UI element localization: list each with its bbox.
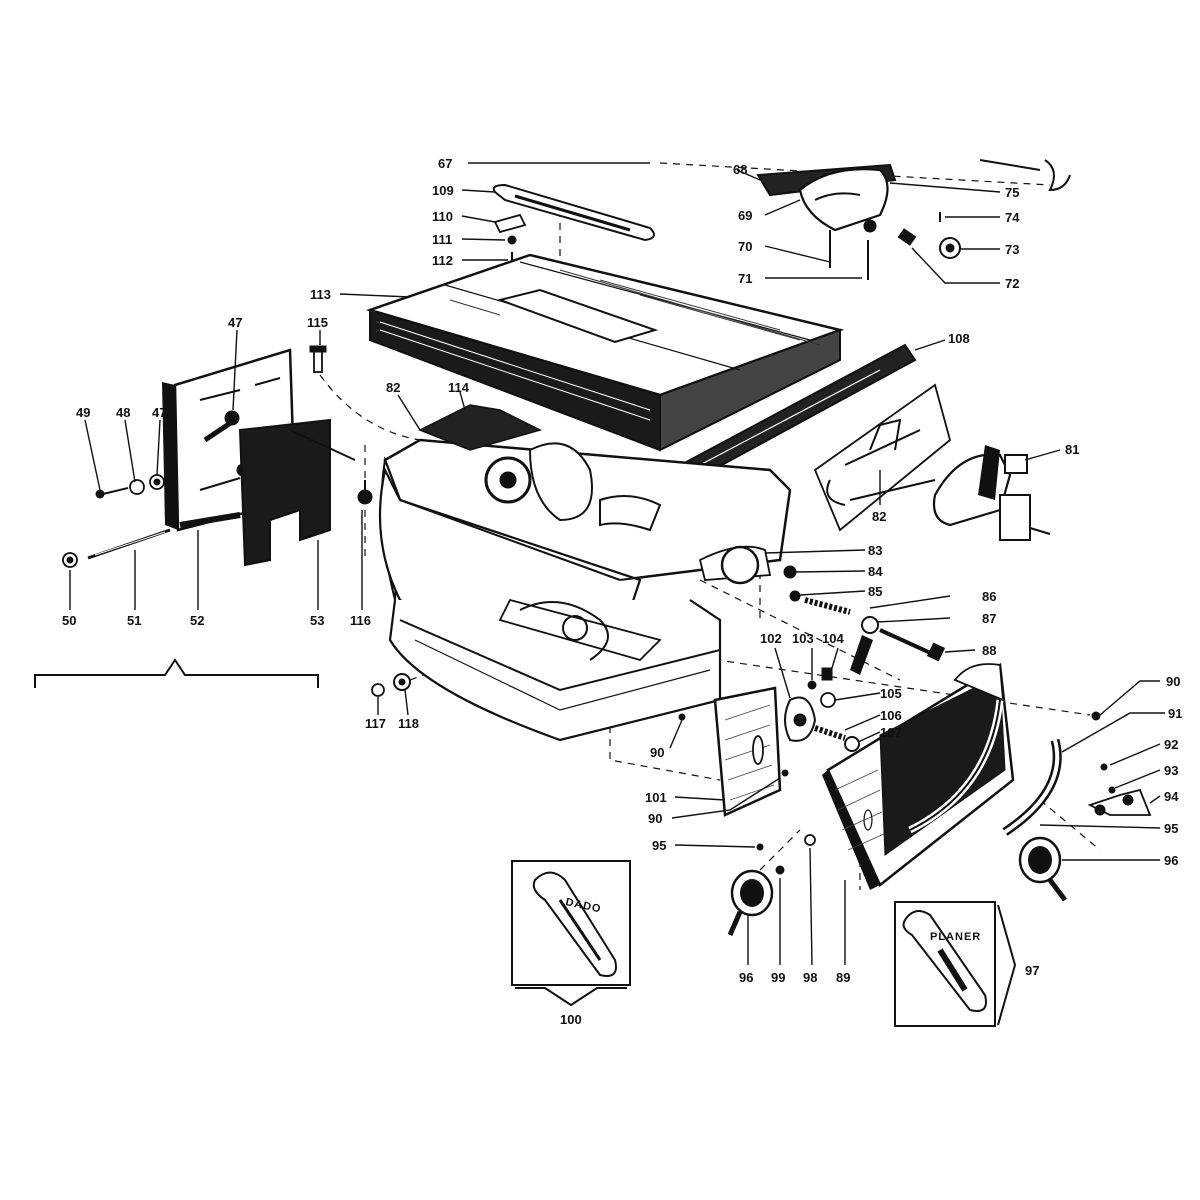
label-47-left: 47 [152, 405, 166, 420]
label-101: 101 [645, 790, 667, 805]
label-69: 69 [738, 208, 752, 223]
label-81: 81 [1065, 442, 1079, 457]
front-bolts [357, 480, 411, 697]
label-88: 88 [982, 643, 996, 658]
table-top [365, 253, 845, 452]
group-bracket [34, 658, 319, 688]
label-74: 74 [1005, 210, 1020, 225]
blade-guard-housing [822, 662, 1015, 890]
label-90-right-top: 90 [1166, 674, 1180, 689]
handwheels [727, 834, 1067, 936]
label-73: 73 [1005, 242, 1019, 257]
label-116: 116 [350, 613, 371, 628]
label-103: 103 [792, 631, 814, 646]
label-97: 97 [1025, 963, 1039, 978]
label-108: 108 [948, 331, 970, 346]
label-95-right: 95 [1164, 821, 1178, 836]
label-87: 87 [982, 611, 996, 626]
label-90-left: 90 [650, 745, 664, 760]
motor-mount-bracket [62, 348, 356, 568]
label-94: 94 [1164, 789, 1179, 804]
label-90-bottom: 90 [648, 811, 662, 826]
miter-gauge [756, 159, 1071, 280]
label-52: 52 [190, 613, 204, 628]
miter-gauge-inset [813, 383, 1051, 541]
saw-base-cabinet [378, 404, 792, 742]
side-panel [678, 667, 860, 817]
label-71: 71 [738, 271, 752, 286]
label-100: 100 [560, 1012, 582, 1027]
label-83: 83 [868, 543, 882, 558]
label-114: 114 [448, 380, 470, 395]
label-51: 51 [127, 613, 141, 628]
label-99: 99 [771, 970, 785, 985]
label-96-right: 96 [1164, 853, 1178, 868]
label-82-right: 82 [872, 509, 886, 524]
label-98: 98 [803, 970, 817, 985]
label-84: 84 [868, 564, 883, 579]
label-112: 112 [432, 253, 453, 268]
leader-lines [69, 162, 1165, 966]
label-72: 72 [1005, 276, 1019, 291]
label-93: 93 [1164, 763, 1178, 778]
label-96-bottom: 96 [739, 970, 753, 985]
label-91: 91 [1168, 706, 1182, 721]
label-109: 109 [432, 183, 454, 198]
small-hardware-top [309, 213, 527, 373]
label-68: 68 [733, 162, 747, 177]
label-106: 106 [880, 708, 902, 723]
label-92: 92 [1164, 737, 1178, 752]
label-86: 86 [982, 589, 996, 604]
label-95-left: 95 [652, 838, 666, 853]
part-number-labels: 67 68 75 109 69 74 110 111 70 73 112 71 … [62, 156, 1182, 1027]
label-117: 117 [365, 716, 386, 731]
planer-caption: PLANER [930, 931, 981, 943]
throat-plate [492, 183, 655, 242]
planer-insert-inset: PLANER [894, 901, 1017, 1027]
label-107: 107 [880, 725, 902, 740]
label-104: 104 [822, 631, 844, 646]
label-70: 70 [738, 239, 752, 254]
label-82-left: 82 [386, 380, 400, 395]
label-85: 85 [868, 584, 882, 599]
tilt-arc-and-pins [1002, 711, 1152, 836]
label-50: 50 [62, 613, 76, 628]
dado-insert-inset: DADO [511, 860, 631, 1007]
label-110: 110 [432, 209, 453, 224]
label-47-top: 47 [228, 315, 242, 330]
label-48: 48 [116, 405, 130, 420]
label-49: 49 [76, 405, 90, 420]
label-111: 111 [432, 232, 452, 247]
label-89: 89 [836, 970, 850, 985]
label-67: 67 [438, 156, 452, 171]
label-113: 113 [310, 287, 331, 302]
label-102: 102 [760, 631, 782, 646]
tilt-hardware [783, 565, 946, 675]
label-75: 75 [1005, 185, 1019, 200]
label-105: 105 [880, 686, 902, 701]
label-118: 118 [398, 716, 419, 731]
label-53: 53 [310, 613, 324, 628]
label-115: 115 [307, 315, 328, 330]
